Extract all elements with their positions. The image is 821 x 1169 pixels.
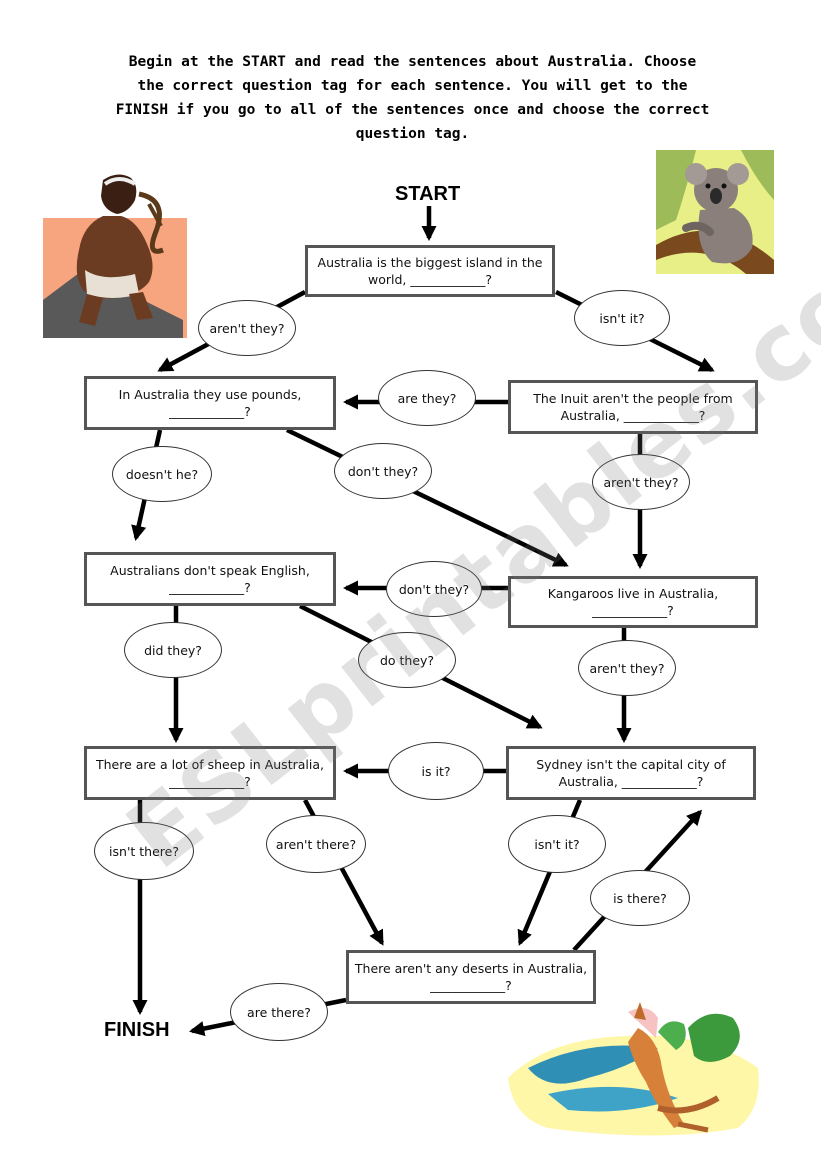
sentence-text: Sydney isn't the capital city of	[536, 757, 726, 772]
sentence-blank: ____________?	[169, 580, 251, 595]
tag-is-it[interactable]: is it?	[388, 742, 484, 800]
instructions-line-1: Begin at the START and read the sentence…	[128, 54, 697, 70]
arrow-pounds-to-kangaroos	[286, 427, 569, 568]
instructions-line-4: question tag.	[355, 126, 470, 142]
sentence-text: Australians don't speak English,	[110, 563, 310, 578]
sentence-text: The Inuit aren't the people from	[533, 391, 733, 406]
tag-arent-they-2[interactable]: aren't they?	[592, 454, 690, 510]
sentence-text: Kangaroos live in Australia,	[547, 586, 719, 601]
finish-label: FINISH	[104, 1019, 170, 1041]
sentence-blank: ____________?	[430, 978, 512, 993]
sentence-box-pounds: In Australia they use pounds, __________…	[84, 376, 336, 430]
tag-isnt-it-2[interactable]: isn't it?	[508, 815, 606, 873]
aboriginal-man-illustration	[43, 174, 187, 338]
tag-isnt-it-1[interactable]: isn't it?	[574, 290, 670, 346]
kangaroo-illustration	[508, 1002, 759, 1136]
tag-did-they[interactable]: did they?	[124, 622, 222, 678]
tag-doesnt-he[interactable]: doesn't he?	[112, 446, 212, 502]
sentence-box-deserts: There aren't any deserts in Australia, _…	[346, 950, 596, 1004]
sentence-box-kangaroos: Kangaroos live in Australia, ___________…	[508, 576, 758, 628]
tag-arent-they-3[interactable]: aren't they?	[578, 640, 676, 696]
sentence-blank: Australia, ____________?	[558, 774, 704, 789]
start-label: START	[395, 183, 461, 205]
tag-isnt-there[interactable]: isn't there?	[94, 822, 194, 880]
sentence-blank: ____________?	[169, 774, 251, 789]
tag-dont-they-1[interactable]: don't they?	[334, 443, 432, 499]
sentence-box-sheep: There are a lot of sheep in Australia, _…	[84, 746, 336, 800]
tag-dont-they-2[interactable]: don't they?	[386, 561, 482, 617]
instructions: Begin at the START and read the sentence…	[100, 50, 725, 146]
sentence-blank: ____________?	[592, 603, 674, 618]
sentence-blank: Australia, ____________?	[560, 408, 706, 423]
tag-arent-they-1[interactable]: aren't they?	[198, 300, 296, 356]
sentence-box-sydney: Sydney isn't the capital city of Austral…	[506, 746, 756, 800]
sentence-box-island: Australia is the biggest island in the w…	[305, 245, 555, 297]
tag-are-they[interactable]: are they?	[378, 370, 476, 426]
tag-is-there[interactable]: is there?	[590, 870, 690, 926]
sentence-text: Australia is the biggest island in the	[317, 255, 543, 270]
instructions-line-3: FINISH if you go to all of the sentences…	[115, 102, 710, 118]
sentence-text: In Australia they use pounds,	[118, 387, 302, 402]
sentence-box-english: Australians don't speak English, _______…	[84, 552, 336, 606]
sentence-box-inuit: The Inuit aren't the people from Austral…	[508, 380, 758, 434]
tag-are-there[interactable]: are there?	[230, 983, 328, 1041]
sentence-blank: ____________?	[169, 404, 251, 419]
tag-do-they[interactable]: do they?	[358, 632, 456, 688]
sentence-text: There are a lot of sheep in Australia,	[96, 757, 324, 772]
tag-arent-there[interactable]: aren't there?	[266, 815, 366, 873]
sentence-blank: world, ____________?	[368, 272, 492, 287]
sentence-text: There aren't any deserts in Australia,	[354, 961, 588, 976]
instructions-line-2: the correct question tag for each senten…	[137, 78, 688, 94]
koala-illustration	[656, 150, 774, 274]
